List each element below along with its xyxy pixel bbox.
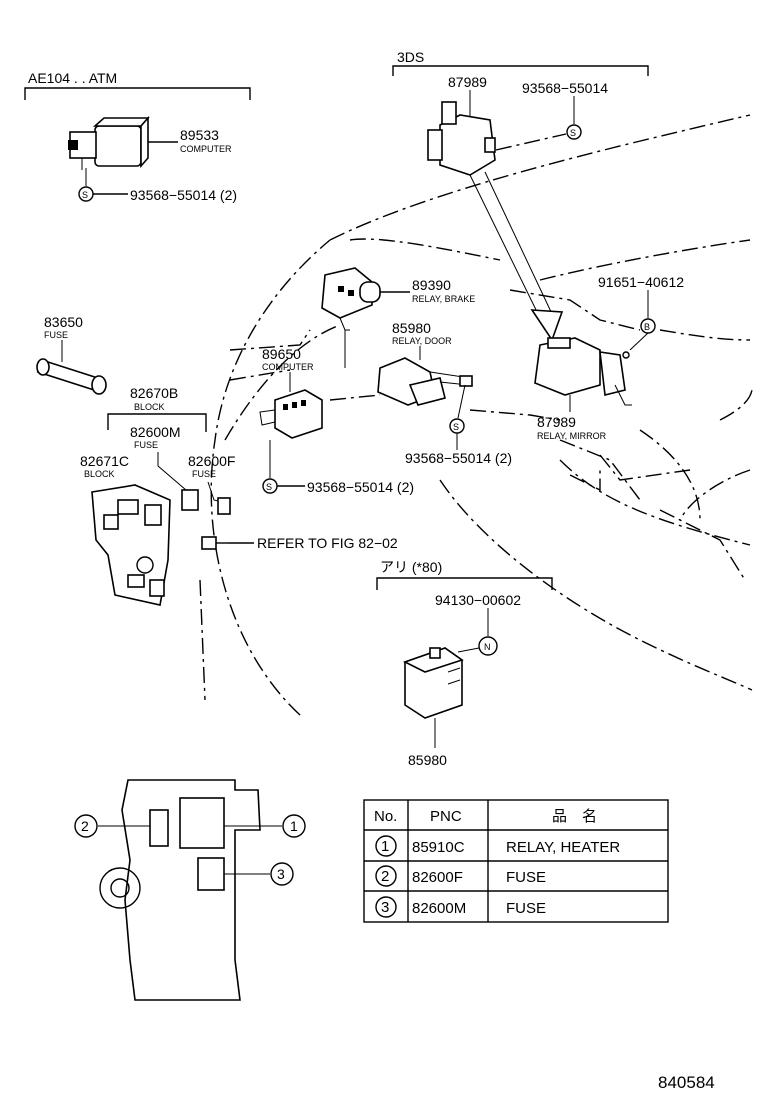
part-number-91651: 91651−40612 [598,274,684,290]
part-desc-82670b: BLOCK [134,402,165,412]
relay-85980-bottom [402,647,464,719]
relay-87989-mirror [534,337,632,406]
table-row-pnc: 85910C [412,839,465,856]
group-label-ae104: AE104 . . ATM [28,70,117,86]
relay-slot-1 [179,797,225,849]
table-header-pnc: PNC [430,808,462,825]
part-desc-85980-door: RELAY, DOOR [392,336,452,346]
pnc-table: No. PNC 品 名 1 85910C RELAY, HEATER 2 826… [363,799,669,923]
part-desc-82600m: FUSE [134,440,158,450]
table-header-no: No. [374,808,397,825]
part-number-82670b: 82670B [130,385,178,401]
group-bracket-ari: アリ (*80) [376,559,553,590]
part-desc-83650: FUSE [44,330,68,340]
relay-85980-door [377,357,473,406]
symbol-letter: S [266,482,272,492]
refer-note: REFER TO FIG 82−02 [257,535,398,551]
table-row-pnc: 82600M [412,900,466,917]
part-number-85980-door: 85980 [392,320,431,336]
part-desc-89533: COMPUTER [180,144,232,154]
bolt-refer [201,536,228,550]
fuse-slot-3 [197,857,225,891]
part-desc-87989-mirror: RELAY, MIRROR [537,431,607,441]
block-82671c [91,484,171,606]
symbol-letter: B [644,322,650,332]
symbol-letter: 3 [277,866,285,882]
group-bracket-ae104: AE104 . . ATM [24,70,251,100]
fuse-82600m [181,489,199,511]
part-desc-89650: COMPUTER [262,362,314,372]
symbol-letter: 1 [290,818,298,834]
relay-89390 [321,267,381,331]
group-label-ari: アリ (*80) [380,559,442,575]
part-desc-82671c: BLOCK [84,469,115,479]
symbol-letter: N [484,642,491,652]
callout-3: 3 [270,862,294,886]
part-number-93568-mid: 93568−55014 (2) [405,450,512,466]
table-row-no: 1 [381,838,389,855]
part-number-93568-a: 93568−55014 (2) [130,187,237,203]
screw-symbol-s [566,124,582,140]
fuse-83650 [36,358,107,395]
table-row-pnc: 82600F [412,869,463,886]
part-number-93568-low: 93568−55014 (2) [307,479,414,495]
symbol-letter: S [453,422,459,432]
part-number-82600m: 82600M [130,424,181,440]
symbol-letter: S [82,190,88,200]
table-row-name: FUSE [506,900,546,917]
group-bracket-3ds: 3DS [392,49,649,76]
part-number-85980-bottom: 85980 [408,752,447,768]
symbol-letter: 2 [81,818,89,834]
part-number-87989-mirror: 87989 [537,414,576,430]
part-number-94130: 94130−00602 [435,592,521,608]
fuse-slot-2 [149,809,169,847]
figure-number: 840584 [658,1073,715,1092]
group-label-3ds: 3DS [397,49,424,65]
part-desc-82600f: FUSE [192,469,216,479]
table-row-name: FUSE [506,869,546,886]
part-number-89390: 89390 [412,277,451,293]
computer-89650 [259,389,323,439]
callout-1: 1 [282,814,306,838]
computer-89533 [68,115,150,170]
part-number-82600f: 82600F [188,453,235,469]
nut-symbol-n [478,636,498,656]
table-row-name: RELAY, HEATER [506,839,620,856]
fuse-82600f [217,497,231,515]
table-row-no: 2 [381,868,389,885]
callout-2: 2 [74,814,98,838]
table-header-name: 品 名 [552,808,597,825]
symbol-letter: S [570,128,576,138]
part-number-82671c: 82671C [80,453,129,469]
table-row-no: 3 [381,899,389,916]
junction-block [99,779,261,1001]
part-number-83650: 83650 [44,314,83,330]
car-interior-outline [199,114,753,716]
relay-87989-top [427,101,496,176]
part-number-89533: 89533 [180,127,219,143]
part-desc-89390: RELAY, BRAKE [412,294,475,304]
part-number-93568-top: 93568−55014 [522,80,608,96]
part-number-89650: 89650 [262,346,301,362]
part-number-87989-top: 87989 [448,74,487,90]
